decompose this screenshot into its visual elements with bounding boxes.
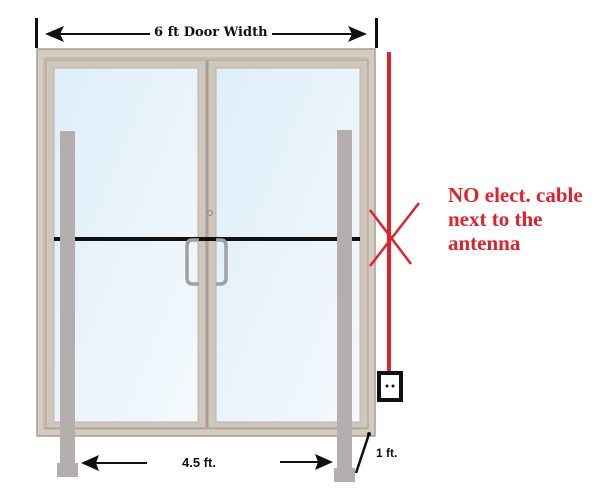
warning-line-2: next to the — [448, 207, 543, 231]
door-frame — [36, 48, 376, 437]
warning-line-1: NO elect. cable — [448, 183, 583, 207]
side-dimension-label: 1 ft. — [376, 446, 398, 460]
door-handles — [185, 238, 228, 286]
bottom-dimension-lines — [81, 454, 333, 471]
side-dimension-line — [354, 433, 371, 474]
push-bar — [54, 237, 360, 241]
warning-note: NO elect. cable next to the antenna — [448, 183, 583, 255]
antenna-post-right — [334, 130, 355, 482]
electrical-cable — [387, 52, 391, 372]
top-dimension-lines — [35, 18, 378, 48]
top-dimension-label: 6 ft Door Width — [150, 25, 272, 40]
antenna-post-left — [57, 131, 78, 477]
warning-line-3: antenna — [448, 231, 521, 255]
power-outlet-icon — [377, 371, 403, 402]
prohibited-x-icon — [369, 202, 420, 267]
bottom-dimension-label: 4.5 ft. — [182, 455, 216, 470]
